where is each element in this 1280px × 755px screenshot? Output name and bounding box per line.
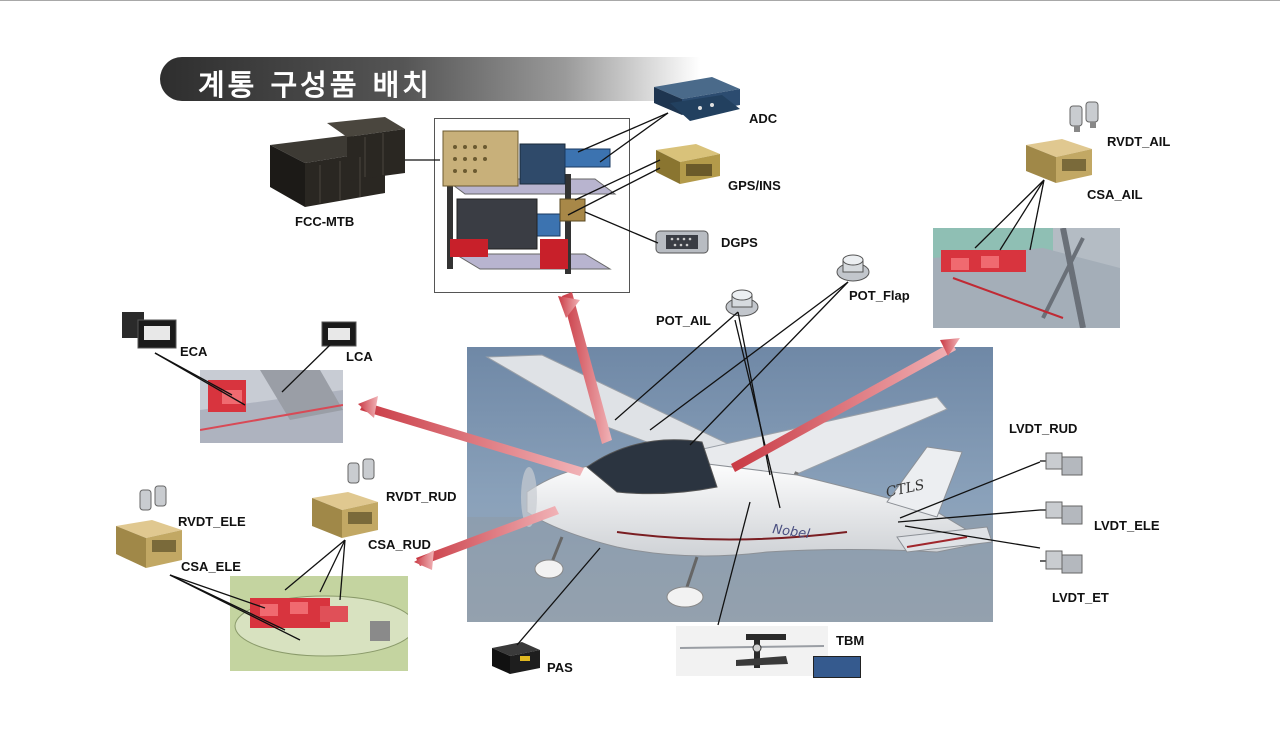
dgps-device-icon — [655, 230, 709, 254]
title-banner — [160, 57, 700, 101]
avionics-rack-icon — [435, 119, 629, 292]
eca-unit-icon — [122, 312, 177, 349]
csa-ail-actuator-icon — [1026, 139, 1092, 183]
label-adc: ADC — [749, 111, 778, 126]
label-lca: LCA — [346, 349, 373, 364]
rvdt-rud-sensor-icon — [347, 458, 375, 484]
lvdt-ele-sensor-icon — [1040, 501, 1083, 525]
pot-ail-sensor-icon — [725, 289, 759, 317]
csa-ele-actuator-icon — [116, 520, 182, 568]
cockpit-bay-icon — [200, 370, 343, 443]
top-rule — [0, 0, 1280, 1]
label-lvdt-ele: LVDT_ELE — [1094, 518, 1160, 533]
lvdt-rud-sensor-icon — [1040, 452, 1083, 476]
aircraft-photo: CTLS Nobel — [467, 347, 993, 622]
gps-ins-device-icon — [656, 144, 720, 184]
tbm-photo — [676, 626, 828, 676]
label-csa-ele: CSA_ELE — [181, 559, 241, 574]
csa-rud-actuator-icon — [312, 492, 378, 538]
lca-unit-icon — [321, 321, 357, 347]
label-fcc-mtb: FCC-MTB — [295, 214, 355, 229]
label-eca: ECA — [180, 344, 208, 359]
label-dgps: DGPS — [721, 235, 758, 250]
label-rvdt-ele: RVDT_ELE — [178, 514, 246, 529]
label-rvdt-ail: RVDT_AIL — [1107, 134, 1171, 149]
fcc-mtb-unit-icon — [270, 117, 405, 207]
fcc-rack-frame — [434, 118, 630, 293]
label-gps-ins: GPS/INS — [728, 178, 781, 193]
cockpit-install-view — [200, 370, 343, 443]
lvdt-et-sensor-icon — [1040, 550, 1083, 574]
page-title: 계통 구성품 배치 — [198, 68, 432, 102]
label-pot-ail: POT_AIL — [656, 313, 711, 328]
aircraft-marking: CTLS — [885, 477, 926, 501]
rvdt-ail-sensor-icon — [1069, 101, 1099, 132]
light-aircraft-icon: CTLS Nobel — [467, 347, 993, 622]
aircraft-name: Nobel — [771, 522, 811, 542]
tbm-display — [813, 656, 861, 678]
label-pas: PAS — [547, 660, 573, 675]
tail-install-view — [230, 576, 408, 671]
pas-unit-icon — [492, 642, 540, 674]
tbm-device-icon — [676, 626, 828, 676]
label-csa-rud: CSA_RUD — [368, 537, 431, 552]
pot-flap-sensor-icon — [836, 254, 870, 282]
label-lvdt-et: LVDT_ET — [1052, 590, 1109, 605]
tail-bay-icon — [230, 576, 408, 671]
adc-device-icon — [654, 77, 740, 121]
label-tbm: TBM — [836, 633, 865, 648]
label-rvdt-rud: RVDT_RUD — [386, 489, 457, 504]
label-pot-flap: POT_Flap — [849, 288, 910, 303]
label-lvdt-rud: LVDT_RUD — [1009, 421, 1078, 436]
rvdt-ele-sensor-icon — [139, 485, 167, 511]
label-csa-ail: CSA_AIL — [1087, 187, 1143, 202]
